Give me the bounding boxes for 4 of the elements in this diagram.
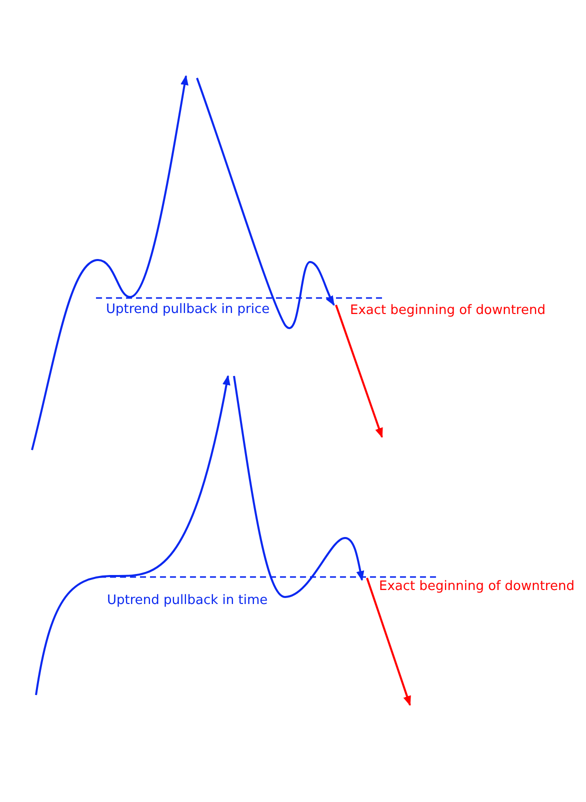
pullback-label: Uptrend pullback in price <box>106 302 270 317</box>
downtrend-label: Exact beginning of downtrend <box>379 579 574 594</box>
pullback-label: Uptrend pullback in time <box>107 593 268 608</box>
downtrend-label: Exact beginning of downtrend <box>350 303 546 318</box>
